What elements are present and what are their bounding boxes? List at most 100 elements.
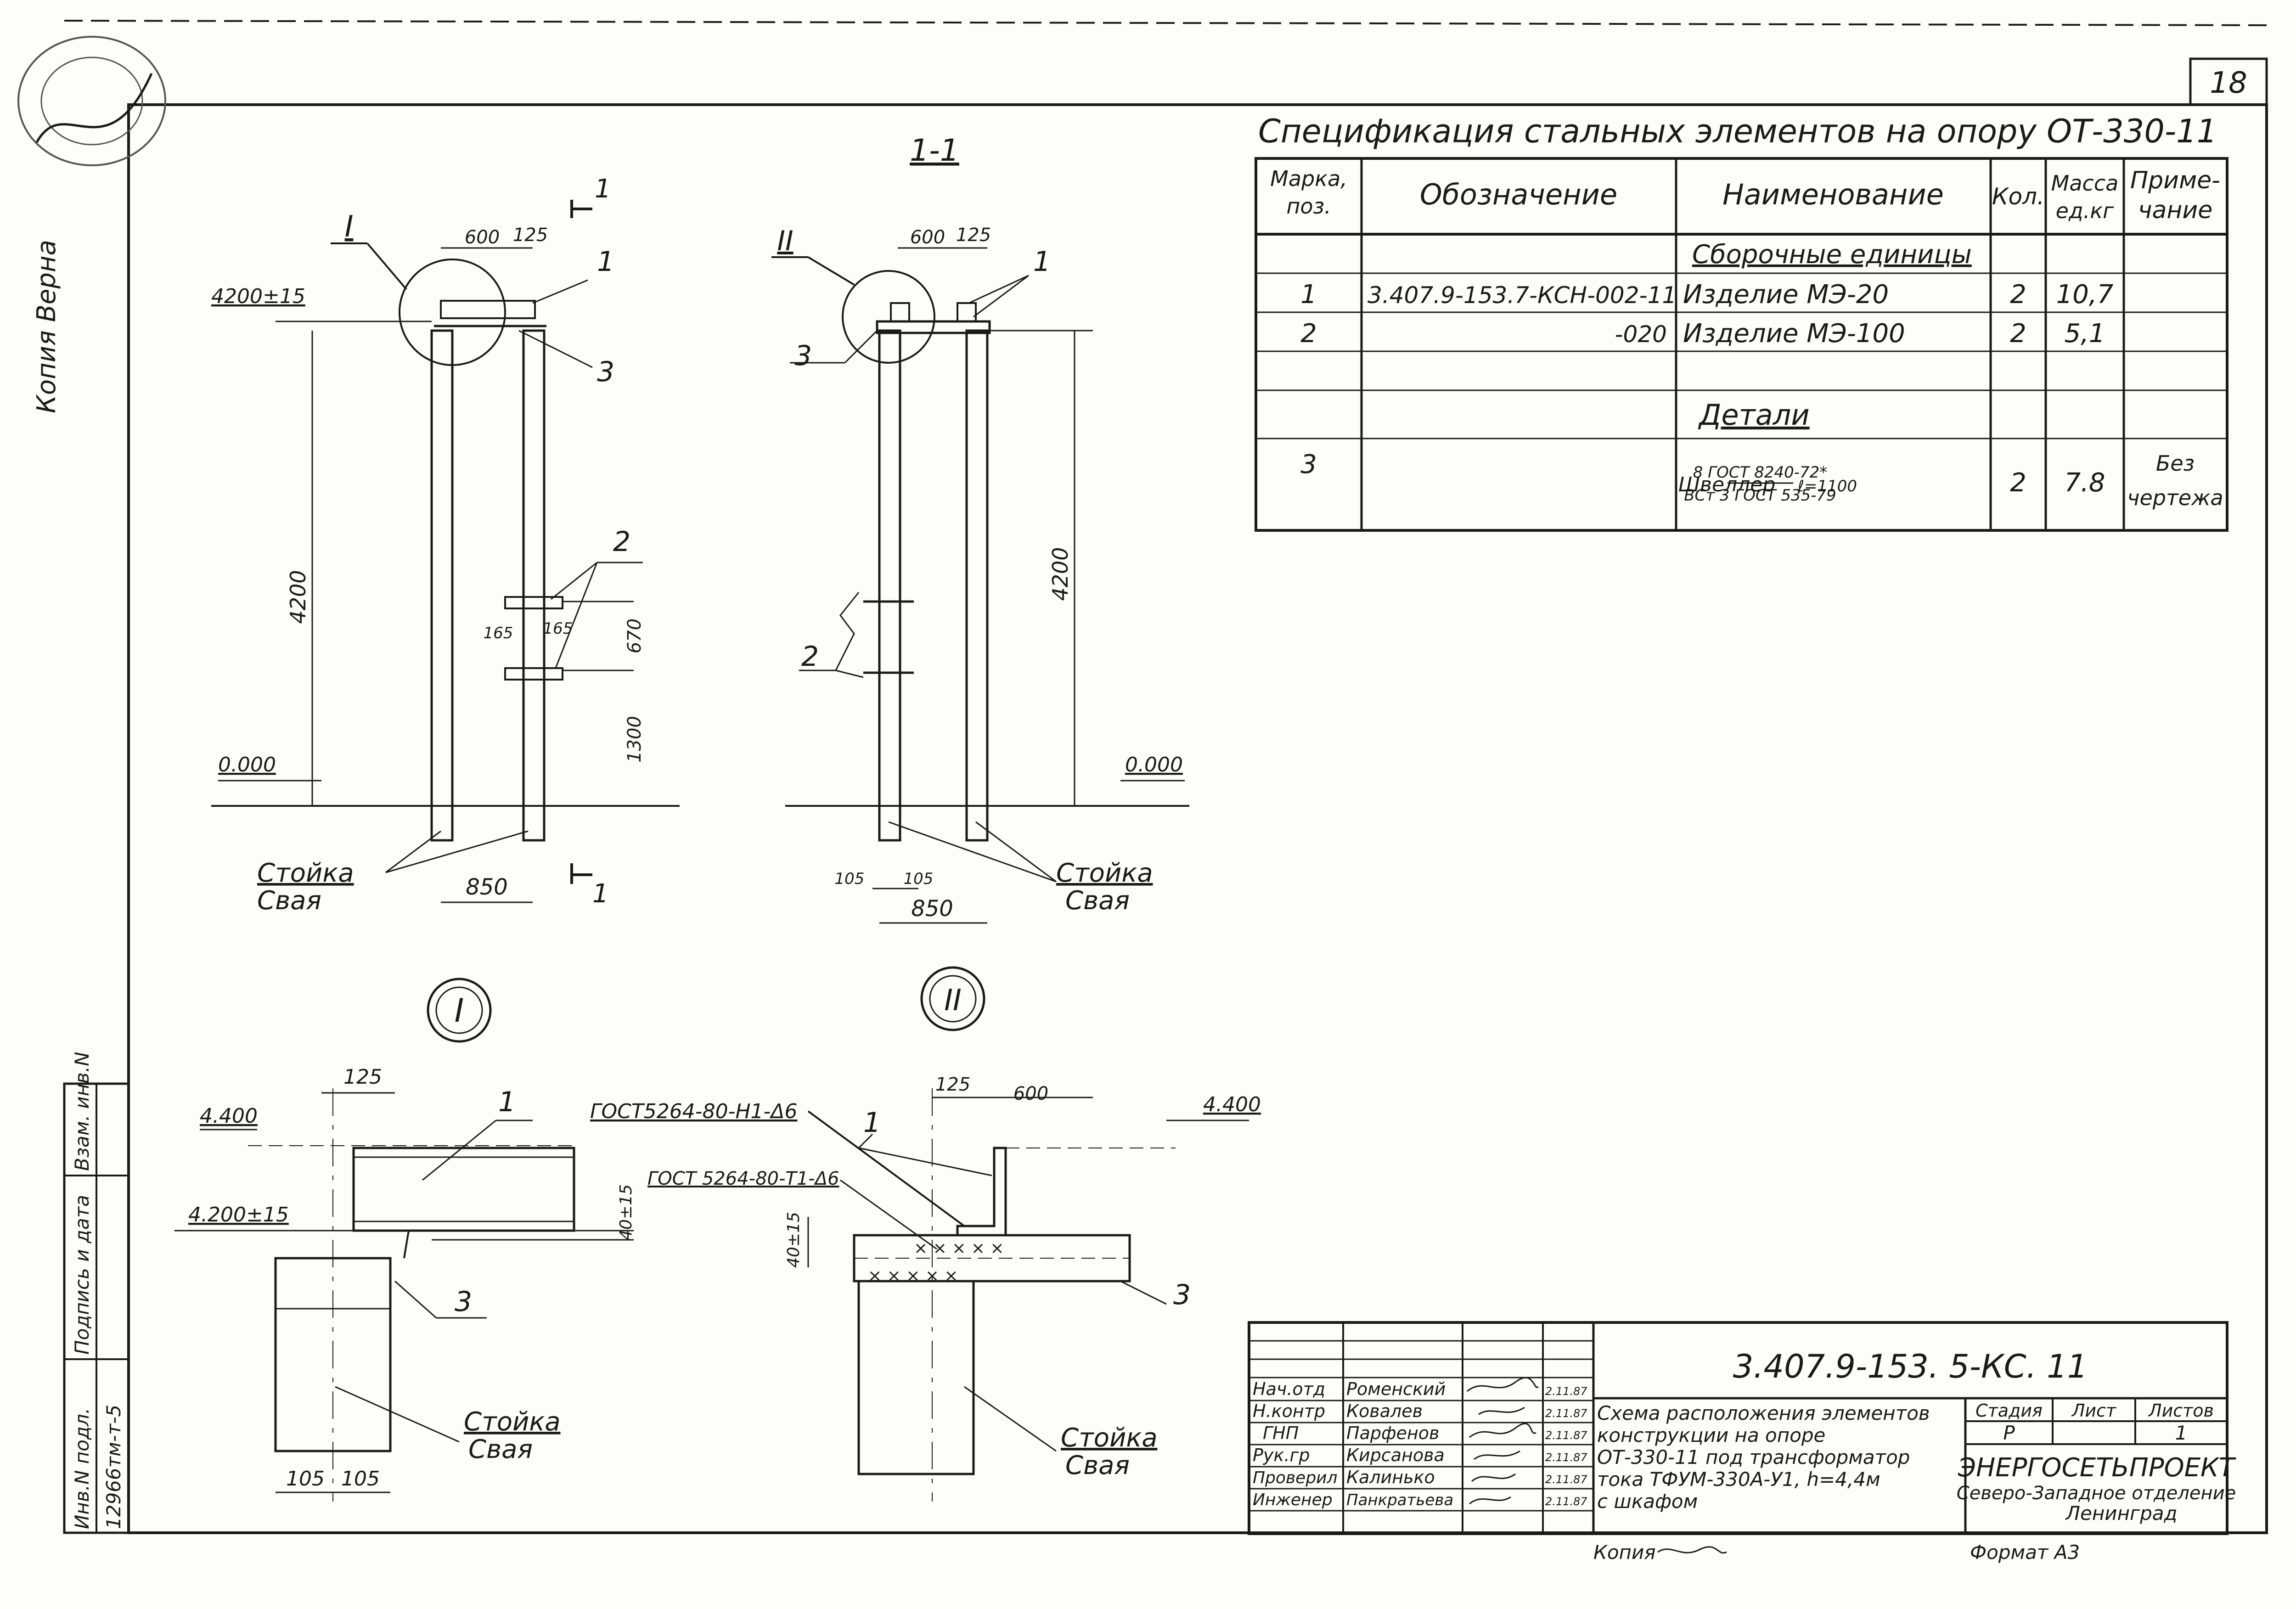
name-0: Роменский <box>1346 1379 1446 1399</box>
detail-2: II × × × × × × × × × × 125 600 4.400 ГОС… <box>590 966 1261 1502</box>
row3-name-prefix: Швеллер <box>1678 473 1775 496</box>
callout-circle <box>399 259 506 366</box>
section-view: 1-1 II 600 125 1 3 4200 2 0.000 105 <box>771 133 1189 924</box>
replaced-inv-label: Взам. инв.N <box>71 1052 93 1171</box>
header-mark: Марка, <box>1270 166 1347 191</box>
label-2: 2 <box>613 526 630 558</box>
role-4: Проверил <box>1253 1468 1338 1487</box>
detail1-pile-label: Свая <box>468 1435 533 1464</box>
post-label: Стойка <box>257 858 354 888</box>
desc-line-2: конструкции на опоре <box>1597 1424 1825 1446</box>
org-branch: Северо-Западное отделение <box>1957 1483 2236 1504</box>
header-note: Приме- <box>2130 167 2220 194</box>
org-name: ЭНЕРГОСЕТЬПРОЕКТ <box>1958 1453 2236 1483</box>
detail2-weld1: ГОСТ5264-80-Н1-Δ6 <box>590 1100 798 1123</box>
sec-post-label: Стойка <box>1056 858 1153 888</box>
role-1: Н.контр <box>1253 1401 1325 1421</box>
callout-label: I <box>345 210 354 244</box>
detail2-dim-125: 125 <box>935 1074 970 1095</box>
detail2-level-top: 4.400 <box>1203 1093 1261 1116</box>
dim-125: 125 <box>513 225 548 246</box>
name-1: Ковалев <box>1346 1401 1423 1421</box>
footer-copied: Копия <box>1593 1541 1656 1564</box>
name-2: Парфенов <box>1346 1423 1439 1443</box>
desc-line-3: ОТ-330-11 под трансформатор <box>1597 1446 1910 1468</box>
row1-qty: 2 <box>2010 280 2026 309</box>
date-3: 2.11.87 <box>1545 1451 1587 1464</box>
detail2-weld2: ГОСТ 5264-80-Т1-Δ6 <box>647 1168 839 1189</box>
label-1: 1 <box>597 246 614 278</box>
signature-3 <box>1474 1450 1520 1460</box>
section-title: 1-1 <box>910 133 959 168</box>
date-0: 2.11.87 <box>1545 1385 1587 1398</box>
date-5: 2.11.87 <box>1545 1495 1587 1508</box>
row1-name: Изделие МЭ-20 <box>1683 280 1889 309</box>
sec-dim-600: 600 <box>910 227 945 248</box>
header-mass-2: ед.кг <box>2056 198 2115 223</box>
role-5: Инженер <box>1253 1491 1333 1509</box>
section-mark-bottom: 1 <box>592 879 609 909</box>
doc-code: 3.407.9-153. 5-КС. 11 <box>1733 1348 2088 1385</box>
header-mark-2: поз. <box>1286 194 1331 219</box>
header-name: Наименование <box>1722 178 1944 211</box>
stage-value: Р <box>2003 1422 2015 1444</box>
sec-level-ground: 0.000 <box>1125 753 1183 776</box>
copy-verified-label: Копия Верна <box>32 240 62 413</box>
signature-1 <box>1478 1406 1525 1415</box>
role-3: Рук.гр <box>1253 1445 1310 1465</box>
sheets-label: Листов <box>2148 1401 2214 1421</box>
dim-1300: 1300 <box>624 716 645 763</box>
label-3: 3 <box>597 356 614 388</box>
detail1-circle-label: I <box>455 992 464 1030</box>
sec-label-3: 3 <box>794 340 812 372</box>
detail2-label-3: 3 <box>1173 1279 1191 1311</box>
header-mass: Масса <box>2051 171 2119 196</box>
sec-label-2: 2 <box>801 641 819 673</box>
section-mark-top: 1 <box>595 174 611 204</box>
footer: Копия Формат А3 <box>1593 1541 2080 1564</box>
row3-name-bottom: ВСт 3 ГОСТ 535-79 <box>1684 486 1836 505</box>
detail1-level-top: 4.400 <box>200 1104 258 1128</box>
spec-title: Спецификация стальных элементов на опору… <box>1258 113 2217 150</box>
row3-name-top: 8 ГОСТ 8240-72* <box>1693 463 1828 482</box>
role-0: Нач.отд <box>1253 1379 1325 1399</box>
signature-4 <box>1471 1473 1516 1482</box>
date-2: 2.11.87 <box>1545 1429 1587 1442</box>
sec-pile-label: Свая <box>1065 886 1130 916</box>
section-assemblies: Сборочные единицы <box>1692 240 1972 270</box>
detail2-post-label: Стойка <box>1061 1423 1158 1453</box>
row2-name: Изделие МЭ-100 <box>1683 319 1905 349</box>
sheet-number: 18 <box>2210 66 2247 100</box>
footer-format: Формат А3 <box>1970 1541 2080 1564</box>
pile-label: Свая <box>257 886 321 916</box>
footer-signature <box>1657 1546 1727 1554</box>
dim-165-b: 165 <box>543 619 573 638</box>
row2-designation: -020 <box>1615 321 1667 348</box>
detail1-level-mid: 4.200±15 <box>188 1203 289 1226</box>
stage-label: Стадия <box>1975 1401 2043 1421</box>
dim-850: 850 <box>466 874 508 900</box>
detail1-dim-105-b: 105 <box>341 1467 380 1491</box>
dim-670: 670 <box>624 619 645 653</box>
detail1-label-1: 1 <box>498 1086 516 1118</box>
level-top: 4200±15 <box>211 285 305 308</box>
side-stamp: Копия Верна Взам. инв.N Подпись и дата И… <box>17 36 166 1534</box>
name-4: Калинько <box>1346 1467 1435 1487</box>
seal-stamp <box>17 36 166 166</box>
row3-note-2: чертежа <box>2127 485 2223 510</box>
row1-designation: 3.407.9-153.7-КСН-002-11 <box>1367 282 1677 309</box>
level-ground: 0.000 <box>218 753 276 776</box>
detail2-label-1: 1 <box>863 1107 881 1139</box>
header-qty: Кол. <box>1992 183 2044 210</box>
sheet-label: Лист <box>2071 1401 2117 1421</box>
detail1-dim-40: 40±15 <box>617 1184 636 1240</box>
inv-number: 12966тм-т-5 <box>102 1405 125 1529</box>
role-2: ГНП <box>1263 1423 1299 1443</box>
detail2-pile-label: Свая <box>1065 1451 1130 1480</box>
spec-table: Спецификация стальных элементов на опору… <box>1255 113 2228 532</box>
detail-1: I 125 4.400 4.200±15 40±15 1 3 Стойка Св… <box>174 978 636 1502</box>
detail2-circle-label: II <box>944 984 962 1018</box>
dim-4200: 4200 <box>286 570 310 624</box>
